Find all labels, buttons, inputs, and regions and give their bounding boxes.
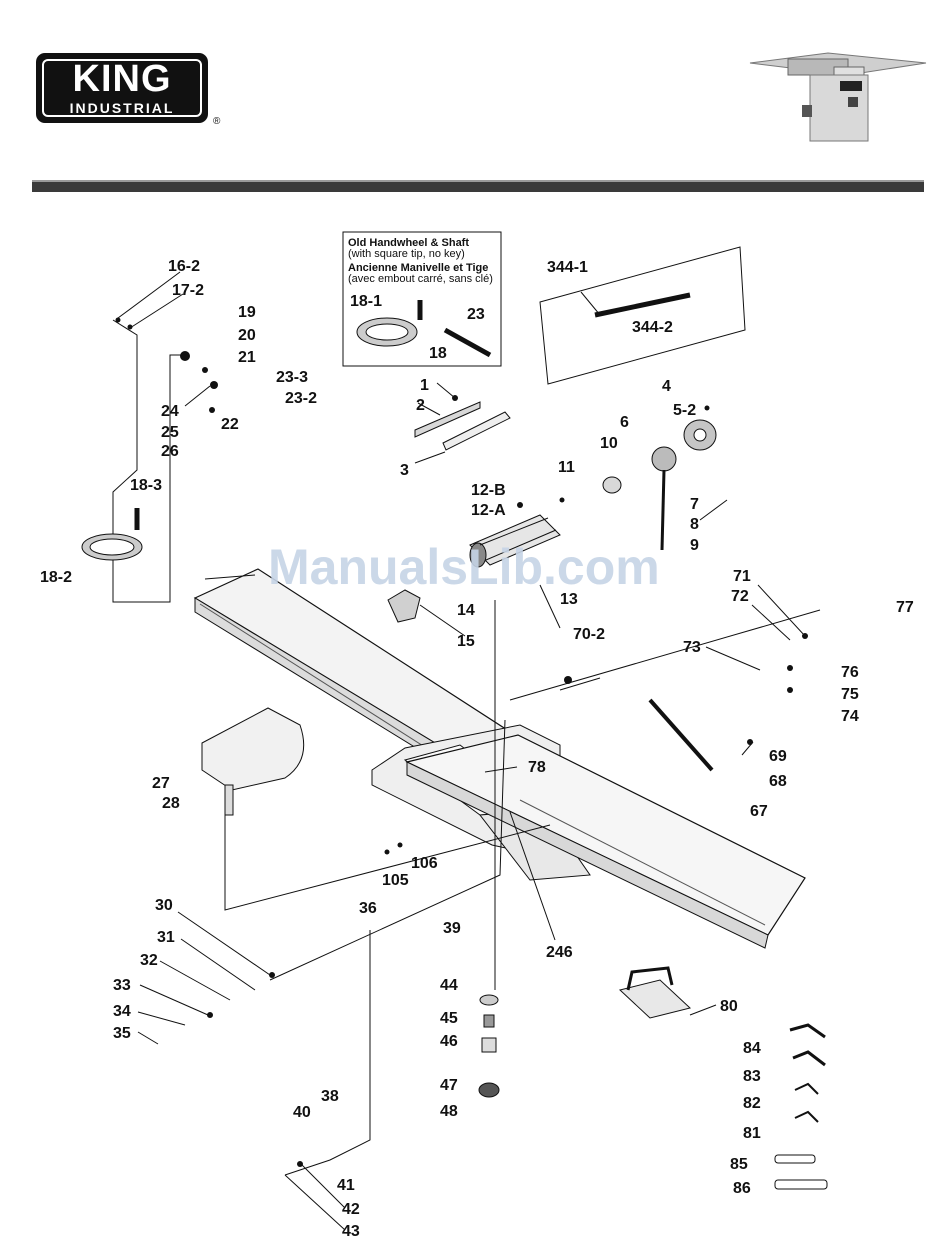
label-1: 1 bbox=[420, 377, 429, 394]
label-18: 18 bbox=[429, 345, 447, 362]
label-36: 36 bbox=[359, 900, 377, 917]
label-9: 9 bbox=[690, 537, 699, 554]
registered-mark: ® bbox=[213, 116, 221, 127]
header-rule-light bbox=[32, 180, 924, 183]
label-73: 73 bbox=[683, 639, 701, 656]
label-76: 76 bbox=[841, 664, 859, 681]
label-71: 71 bbox=[733, 568, 751, 585]
label-6: 6 bbox=[620, 414, 629, 431]
label-18-1: 18-1 bbox=[350, 293, 382, 310]
label-246: 246 bbox=[546, 944, 573, 961]
header-rule bbox=[32, 182, 924, 192]
inset-line2: (with square tip, no key) bbox=[348, 248, 465, 260]
label-69: 69 bbox=[769, 748, 787, 765]
label-70-2: 70-2 bbox=[573, 626, 605, 643]
label-31: 31 bbox=[157, 929, 175, 946]
king-industrial-logo: KING INDUSTRIAL bbox=[36, 53, 208, 123]
label-12-a: 12-A bbox=[471, 502, 506, 519]
label-106: 106 bbox=[411, 855, 438, 872]
label-16-2: 16-2 bbox=[168, 258, 200, 275]
label-43: 43 bbox=[342, 1223, 360, 1240]
label-26: 26 bbox=[161, 443, 179, 460]
label-33: 33 bbox=[113, 977, 131, 994]
label-18-2: 18-2 bbox=[40, 569, 72, 586]
label-344-2: 344-2 bbox=[632, 319, 673, 336]
label-72: 72 bbox=[731, 588, 749, 605]
label-2: 2 bbox=[416, 397, 425, 414]
label-46: 46 bbox=[440, 1033, 458, 1050]
inset-line3: Ancienne Manivelle et Tige bbox=[348, 262, 488, 274]
label-86: 86 bbox=[733, 1180, 751, 1197]
label-8: 8 bbox=[690, 516, 699, 533]
label-27: 27 bbox=[152, 775, 170, 792]
label-17-2: 17-2 bbox=[172, 282, 204, 299]
label-38: 38 bbox=[321, 1088, 339, 1105]
label-32: 32 bbox=[140, 952, 158, 969]
label-75: 75 bbox=[841, 686, 859, 703]
label-4: 4 bbox=[662, 378, 671, 395]
logo-frame bbox=[42, 59, 202, 117]
label-19: 19 bbox=[238, 304, 256, 321]
label-15: 15 bbox=[457, 633, 475, 650]
label-105: 105 bbox=[382, 872, 409, 889]
label-24: 24 bbox=[161, 403, 179, 420]
label-39: 39 bbox=[443, 920, 461, 937]
label-20: 20 bbox=[238, 327, 256, 344]
label-21: 21 bbox=[238, 349, 256, 366]
label-30: 30 bbox=[155, 897, 173, 914]
label-74: 74 bbox=[841, 708, 859, 725]
label-23-2: 23-2 bbox=[285, 390, 317, 407]
label-44: 44 bbox=[440, 977, 458, 994]
label-34: 34 bbox=[113, 1003, 131, 1020]
label-42: 42 bbox=[342, 1201, 360, 1218]
label-5-2: 5-2 bbox=[673, 402, 696, 419]
label-84: 84 bbox=[743, 1040, 761, 1057]
label-78: 78 bbox=[528, 759, 546, 776]
label-81: 81 bbox=[743, 1125, 761, 1142]
label-45: 45 bbox=[440, 1010, 458, 1027]
label-12-b: 12-B bbox=[471, 482, 506, 499]
label-3: 3 bbox=[400, 462, 409, 479]
inset-line4: (avec embout carré, sans clé) bbox=[348, 273, 493, 285]
label-10: 10 bbox=[600, 435, 618, 452]
label-22: 22 bbox=[221, 416, 239, 433]
label-83: 83 bbox=[743, 1068, 761, 1085]
label-48: 48 bbox=[440, 1103, 458, 1120]
label-7: 7 bbox=[690, 496, 699, 513]
watermark-text: ManualsLib.com bbox=[268, 539, 660, 595]
label-11: 11 bbox=[558, 459, 575, 476]
label-13: 13 bbox=[560, 591, 578, 608]
label-80: 80 bbox=[720, 998, 738, 1015]
label-67: 67 bbox=[750, 803, 768, 820]
label-23: 23 bbox=[467, 306, 485, 323]
label-23-3: 23-3 bbox=[276, 369, 308, 386]
label-25: 25 bbox=[161, 424, 179, 441]
label-18-3: 18-3 bbox=[130, 477, 162, 494]
jointer-thumbnail-image bbox=[749, 52, 927, 142]
label-41: 41 bbox=[337, 1177, 355, 1194]
logo-brand-sub: INDUSTRIAL bbox=[69, 100, 175, 116]
label-344-1: 344-1 bbox=[547, 259, 588, 276]
inset-line1: Old Handwheel & Shaft bbox=[348, 237, 469, 249]
label-35: 35 bbox=[113, 1025, 131, 1042]
part-labels: 16-2 17-2 19 20 21 23-3 23-2 24 25 22 26… bbox=[40, 237, 914, 1240]
label-14: 14 bbox=[457, 602, 475, 619]
label-82: 82 bbox=[743, 1095, 761, 1112]
label-77: 77 bbox=[896, 599, 914, 616]
label-47: 47 bbox=[440, 1077, 458, 1094]
label-85: 85 bbox=[730, 1156, 748, 1173]
logo-brand-name: KING bbox=[72, 58, 172, 100]
label-68: 68 bbox=[769, 773, 787, 790]
label-28: 28 bbox=[162, 795, 180, 812]
label-40: 40 bbox=[293, 1104, 311, 1121]
